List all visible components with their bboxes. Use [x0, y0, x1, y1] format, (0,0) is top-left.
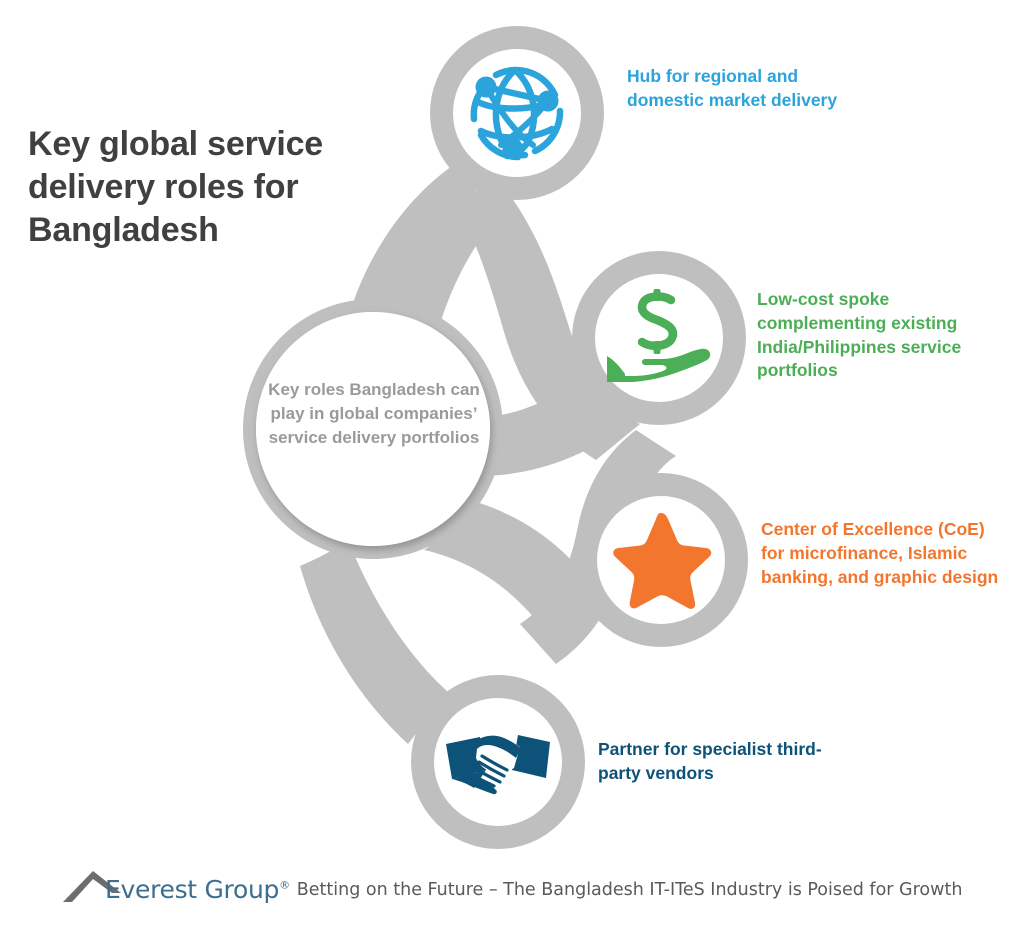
footer: Everest Group® Betting on the Future – T… [62, 852, 962, 908]
node-label-partner-for-specialist-vendors: Partner for specialist third-party vendo… [598, 739, 822, 783]
center-circle-caption: Key roles Bangladesh can play in global … [268, 380, 480, 448]
hand-holding-dollar-icon [607, 289, 711, 382]
star-icon [613, 513, 712, 609]
footer-caption: Betting on the Future – The Bangladesh I… [296, 880, 963, 900]
everest-mountain-peak-icon [63, 871, 121, 902]
globe-network-icon [470, 66, 564, 161]
page-title: Key global service delivery roles for Ba… [28, 125, 323, 249]
connector-center-to-node-3 [424, 500, 582, 620]
node-label-center-of-excellence: Center of Excellence (CoE) for microfina… [761, 519, 999, 587]
node-label-hub-for-regional-delivery: Hub for regional and domestic market del… [627, 66, 838, 110]
node-label-low-cost-spoke: Low-cost spoke complementing existing In… [757, 289, 962, 381]
node-2-disc [595, 274, 723, 402]
center-disc-top [256, 312, 490, 546]
everest-group-logo: Everest Group® [105, 877, 290, 902]
connector-center-to-node-4 [300, 540, 448, 744]
everest-group-logo-text: Everest Group [105, 875, 280, 904]
handshake-icon [446, 735, 550, 795]
registered-trademark-symbol: ® [279, 878, 290, 892]
